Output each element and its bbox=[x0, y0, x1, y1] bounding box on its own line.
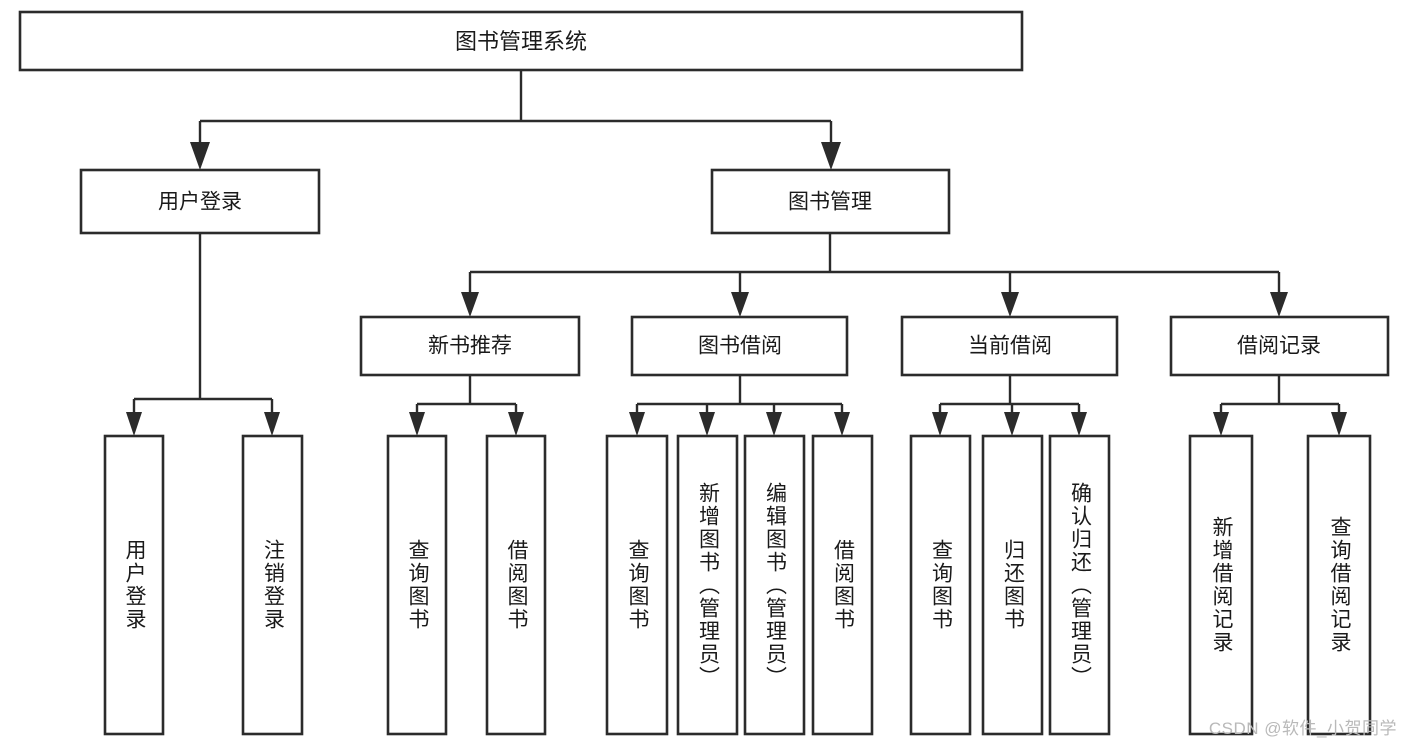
connector-userlogin-to-leaves bbox=[132, 233, 274, 416]
arrow-to-current-borrow bbox=[1001, 292, 1019, 317]
arrow-to-leaf-logout bbox=[264, 412, 280, 436]
arrow-to-leaf-add-record bbox=[1213, 412, 1229, 436]
leaf-box-query-record[interactable] bbox=[1306, 434, 1372, 736]
leaf-box-borrow-book-b[interactable] bbox=[811, 434, 874, 736]
node-current-borrow[interactable]: 当前借阅 bbox=[900, 315, 1119, 377]
leaf-box-user-login[interactable] bbox=[103, 434, 165, 736]
node-root-box[interactable] bbox=[18, 10, 1024, 72]
leaf-box-query-book-b[interactable] bbox=[605, 434, 669, 736]
leaf-box-query-book-c[interactable] bbox=[909, 434, 972, 736]
node-user-login-box[interactable] bbox=[79, 168, 321, 235]
leaf-box-borrow-book-a[interactable] bbox=[485, 434, 547, 736]
arrow-to-book-borrow bbox=[731, 292, 749, 317]
node-new-book-recommend-box[interactable] bbox=[359, 315, 581, 377]
connector-newbook-to-leaves bbox=[415, 375, 518, 416]
arrow-to-leaf-query-record bbox=[1331, 412, 1347, 436]
arrow-to-leaf-add-book bbox=[699, 412, 715, 436]
node-borrow-record-box[interactable] bbox=[1169, 315, 1390, 377]
arrow-to-borrow-record bbox=[1270, 292, 1288, 317]
node-book-borrow[interactable]: 图书借阅 bbox=[630, 315, 849, 377]
node-book-borrow-label: 图书借阅 bbox=[698, 335, 782, 358]
arrow-to-leaf-return-book bbox=[1004, 412, 1020, 436]
leaf-boxes-group bbox=[103, 434, 1372, 736]
arrow-to-leaf-user-login bbox=[126, 412, 142, 436]
node-new-book-recommend-label: 新书推荐 bbox=[428, 335, 512, 358]
node-root[interactable]: 图书管理系统 bbox=[18, 10, 1024, 72]
leaf-box-add-record[interactable] bbox=[1188, 434, 1254, 736]
node-root-label: 图书管理系统 bbox=[455, 29, 587, 54]
leaf-box-query-book-a[interactable] bbox=[386, 434, 448, 736]
leaf-box-return-book[interactable] bbox=[981, 434, 1044, 736]
arrow-to-leaf-borrow-book-b bbox=[834, 412, 850, 436]
connectors-group bbox=[132, 70, 1341, 416]
connector-currentborrow-to-leaves bbox=[938, 375, 1081, 416]
arrow-to-book-management bbox=[821, 142, 841, 170]
node-user-login[interactable]: 用户登录 bbox=[79, 168, 321, 235]
leaf-box-logout[interactable] bbox=[241, 434, 304, 736]
arrow-to-leaf-confirm-return bbox=[1071, 412, 1087, 436]
node-current-borrow-label: 当前借阅 bbox=[968, 335, 1052, 358]
connector-root-to-level1 bbox=[198, 70, 833, 150]
arrow-to-leaf-borrow-book-a bbox=[508, 412, 524, 436]
leaf-box-add-book[interactable] bbox=[676, 434, 739, 736]
leaf-box-edit-book[interactable] bbox=[743, 434, 806, 736]
arrowheads-group bbox=[126, 142, 1347, 436]
connector-borrowbook-to-leaves bbox=[635, 375, 844, 416]
node-new-book-recommend[interactable]: 新书推荐 bbox=[359, 315, 581, 377]
arrow-to-user-login bbox=[190, 142, 210, 170]
connector-borrowrecord-to-leaves bbox=[1219, 375, 1341, 416]
arrow-to-new-book-recommend bbox=[461, 292, 479, 317]
node-user-login-label: 用户登录 bbox=[158, 191, 242, 214]
node-current-borrow-box[interactable] bbox=[900, 315, 1119, 377]
connector-bookmgmt-to-level2 bbox=[468, 233, 1281, 297]
arrow-to-leaf-query-book-b bbox=[629, 412, 645, 436]
leaf-box-confirm-return[interactable] bbox=[1048, 434, 1111, 736]
node-book-borrow-box[interactable] bbox=[630, 315, 849, 377]
arrow-to-leaf-edit-book bbox=[766, 412, 782, 436]
node-book-management[interactable]: 图书管理 bbox=[710, 168, 951, 235]
csdn-watermark: CSDN @软件_小贺同学 bbox=[1208, 719, 1397, 738]
node-borrow-record[interactable]: 借阅记录 bbox=[1169, 315, 1390, 377]
arrow-to-leaf-query-book-c bbox=[932, 412, 948, 436]
node-book-management-label: 图书管理 bbox=[788, 191, 872, 214]
node-borrow-record-label: 借阅记录 bbox=[1237, 335, 1321, 358]
arrow-to-leaf-query-book-a bbox=[409, 412, 425, 436]
node-book-management-box[interactable] bbox=[710, 168, 951, 235]
